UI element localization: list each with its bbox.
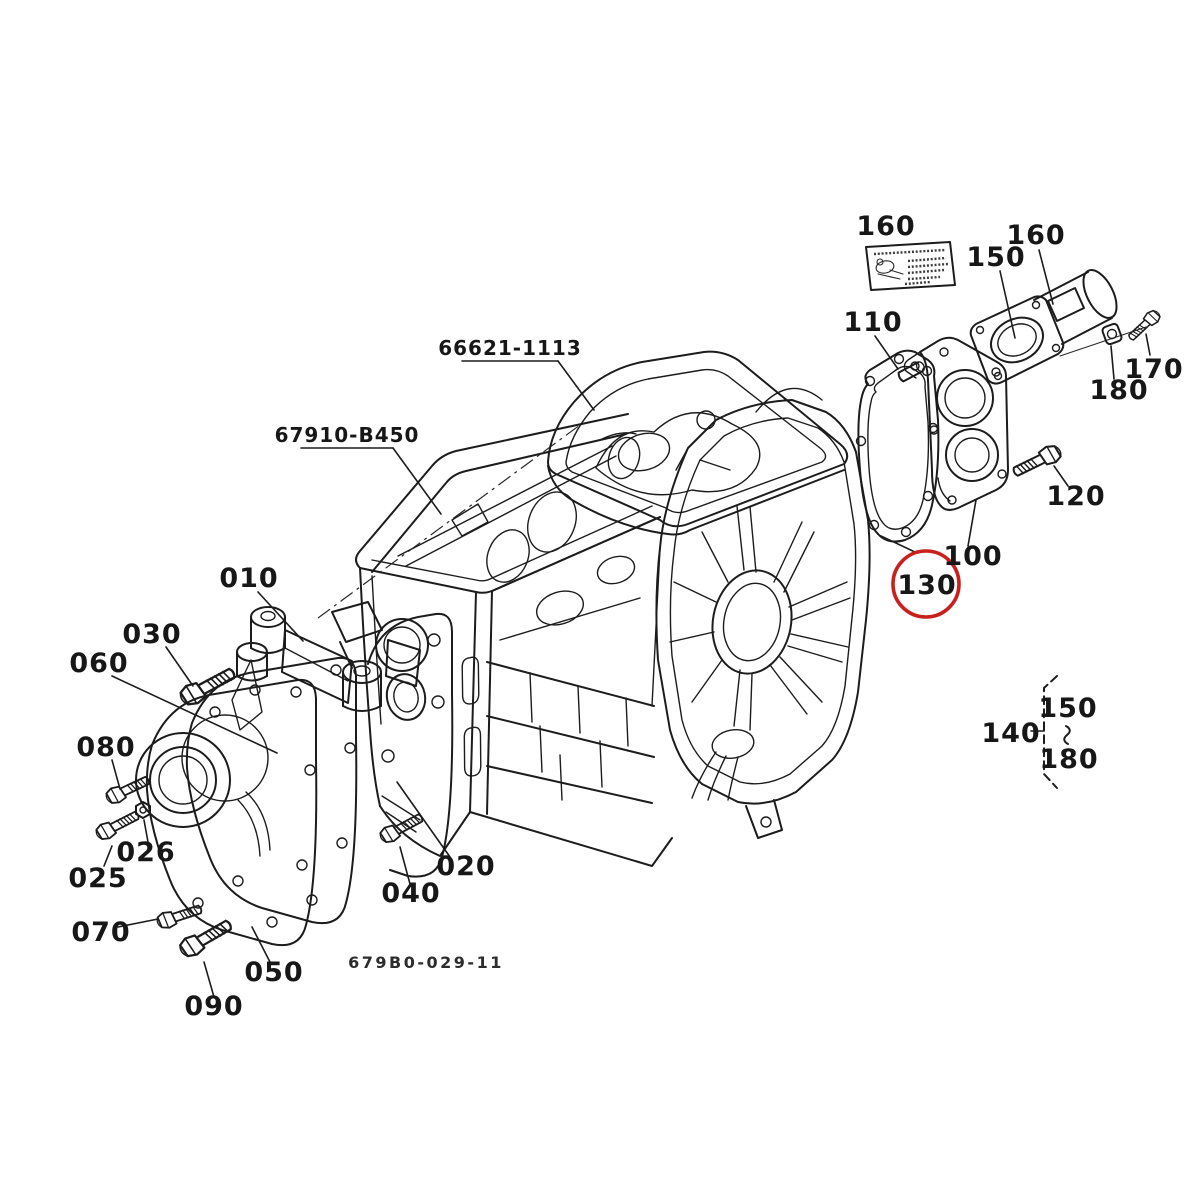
- front-cover-plate: [135, 678, 318, 947]
- callout-030: 030: [122, 619, 181, 650]
- part-number-upper-housing: 66621-1113: [438, 336, 582, 360]
- callout-labels: 010 020 025 026 030 040 050 060 070 080 …: [68, 211, 1183, 1022]
- part-number-labels: 66621-1113 67910-B450 679B0-029-11: [275, 336, 582, 972]
- tilde-squiggle: [1063, 725, 1071, 745]
- callout-040: 040: [381, 878, 440, 909]
- transmission-case-body: [317, 413, 673, 878]
- callout-170: 170: [1124, 354, 1183, 385]
- bolt-120: [1009, 441, 1065, 482]
- top-link-bracket: [231, 606, 382, 731]
- bolt-040: [376, 809, 427, 847]
- callout-010: 010: [219, 563, 278, 594]
- callout-150: 150: [966, 242, 1025, 273]
- bracket-range-start: 150: [1038, 693, 1097, 724]
- callout-160-cover: 160: [1006, 220, 1065, 251]
- callout-050: 050: [244, 957, 303, 988]
- leader-lines: [103, 249, 1151, 998]
- pto-shaft-cover: [903, 336, 1009, 511]
- bolt-170: [1124, 306, 1164, 345]
- callout-025: 025: [68, 863, 127, 894]
- callout-130: 130: [897, 570, 956, 601]
- highlight-circle-130: [891, 549, 961, 619]
- nut: [135, 801, 151, 819]
- callout-090: 090: [184, 991, 243, 1022]
- callout-080: 080: [76, 732, 135, 763]
- callout-100: 100: [943, 541, 1002, 572]
- bolt-080: [102, 771, 153, 808]
- group-bracket: [1030, 675, 1071, 789]
- callout-160-decal: 160: [856, 211, 915, 242]
- drawing-number: 679B0-029-11: [348, 953, 504, 972]
- callout-110: 110: [843, 307, 902, 338]
- callout-140: 140: [981, 718, 1040, 749]
- callout-020: 020: [436, 851, 495, 882]
- shaft-retainer-cover: [969, 269, 1147, 385]
- part-number-transmission-case: 67910-B450: [275, 423, 420, 447]
- washer: [1101, 322, 1123, 346]
- callout-060: 060: [69, 648, 128, 679]
- pto-cover-gasket: [855, 349, 940, 543]
- upper-shift-housing: [547, 350, 849, 536]
- bolt-030: [176, 662, 240, 711]
- callout-026: 026: [116, 837, 175, 868]
- callout-180: 180: [1089, 375, 1148, 406]
- clutch-housing: [651, 387, 871, 839]
- callout-070: 070: [71, 917, 130, 948]
- callout-120: 120: [1046, 481, 1105, 512]
- front-cover-gasket: [181, 656, 358, 925]
- caution-decal: [865, 241, 956, 291]
- bracket-range-end: 180: [1039, 744, 1098, 775]
